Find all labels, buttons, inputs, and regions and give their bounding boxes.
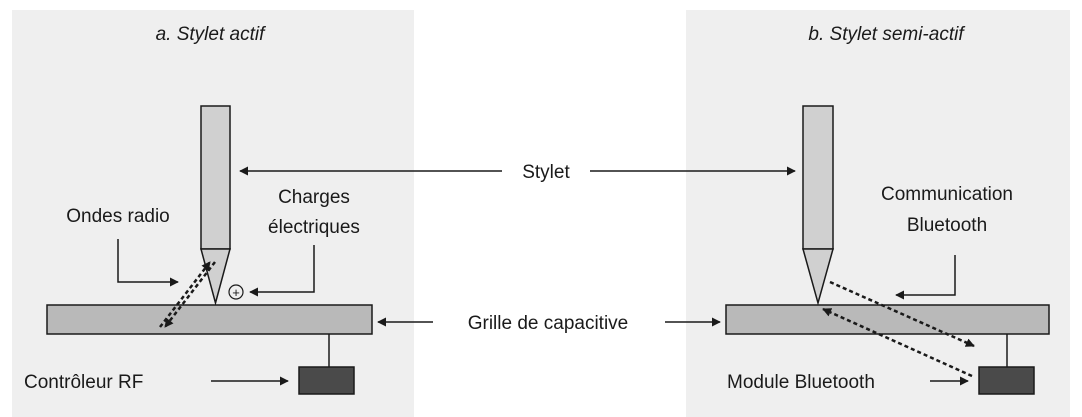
bluetooth-comm-label-line2: Bluetooth	[907, 215, 987, 236]
rf-controller-label: Contrôleur RF	[24, 372, 143, 393]
panel-b-capacitive-grid	[725, 304, 1050, 335]
stylus-label: Stylet	[522, 162, 570, 183]
positive-charge-icon: +	[228, 284, 244, 300]
radio-waves-connector	[117, 239, 179, 287]
radio-waves-label: Ondes radio	[66, 206, 170, 227]
rf-controller-box	[298, 366, 355, 395]
panel-b-title: b. Stylet semi-actif	[808, 24, 965, 45]
panel-a-title: a. Stylet actif	[156, 24, 266, 45]
bluetooth-module-label: Module Bluetooth	[727, 372, 875, 393]
panel-b-background	[686, 10, 1070, 417]
bluetooth-comm-connector	[895, 255, 956, 300]
charges-label-line2: électriques	[268, 217, 360, 238]
charges-connector	[249, 245, 315, 297]
bluetooth-comm-label-line1: Communication	[881, 184, 1013, 205]
panel-a-capacitive-grid	[46, 304, 373, 335]
charges-label-line1: Charges	[278, 187, 350, 208]
bluetooth-arrow-incoming	[822, 307, 973, 378]
panel-b-stylus	[802, 105, 834, 306]
bluetooth-module-box	[978, 366, 1035, 395]
bluetooth-arrow-outgoing	[829, 280, 975, 348]
panel-a-stylus	[200, 105, 231, 306]
capacitive-grid-label: Grille de capacitive	[468, 313, 629, 334]
svg-text:+: +	[232, 285, 240, 300]
